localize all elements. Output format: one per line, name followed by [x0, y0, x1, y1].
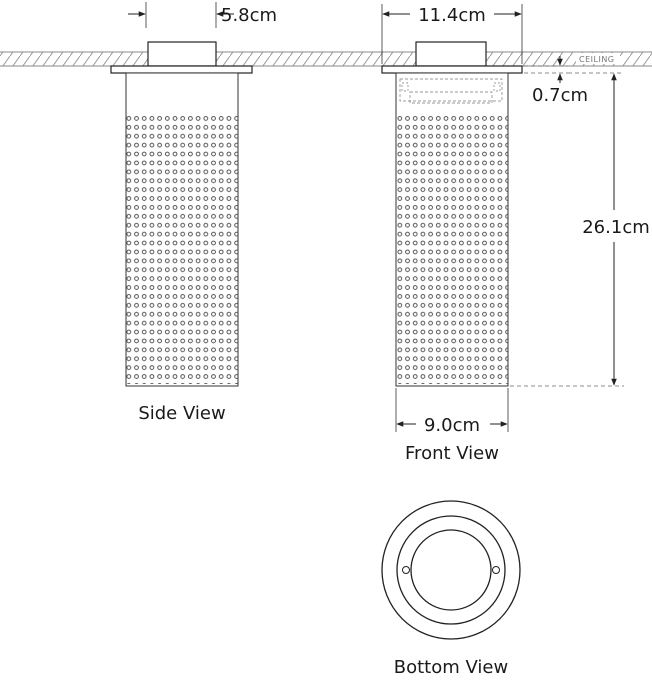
side-perforation [126, 114, 238, 384]
body-width-label: 9.0cm [424, 415, 480, 436]
front-stem [415, 41, 487, 67]
front-view: 11.4cm 0.7cm 26.1cm 9.0cm Front View [381, 4, 650, 464]
stem-width-dimension: 5.8cm [128, 2, 277, 28]
canopy-gap-label: 0.7cm [532, 85, 588, 106]
bottom-view-label: Bottom View [394, 657, 508, 678]
canopy-width-label: 11.4cm [418, 5, 486, 26]
stem-width-label: 5.8cm [221, 5, 277, 26]
front-perforation [396, 114, 508, 384]
side-view: 5.8cm Side View [110, 2, 277, 424]
body-height-label: 26.1cm [582, 217, 650, 238]
ceiling-label: CEILING [579, 55, 615, 64]
ceiling: CEILING [0, 51, 652, 67]
canopy-width-dimension: 11.4cm [381, 4, 523, 64]
body-width-dimension: 9.0cm [395, 388, 509, 436]
front-mounting-bracket [399, 78, 503, 104]
bottom-inner-ring [410, 529, 492, 611]
front-view-label: Front View [405, 443, 499, 464]
bottom-screw-right [492, 566, 500, 574]
body-height-dimension: 26.1cm [510, 72, 650, 387]
bottom-screw-left [402, 566, 410, 574]
bottom-view: Bottom View [381, 500, 521, 678]
side-view-label: Side View [138, 403, 225, 424]
side-stem [147, 41, 217, 67]
side-canopy [110, 65, 253, 74]
canopy-gap-dimension: 0.7cm [524, 56, 588, 106]
front-canopy [381, 65, 523, 74]
